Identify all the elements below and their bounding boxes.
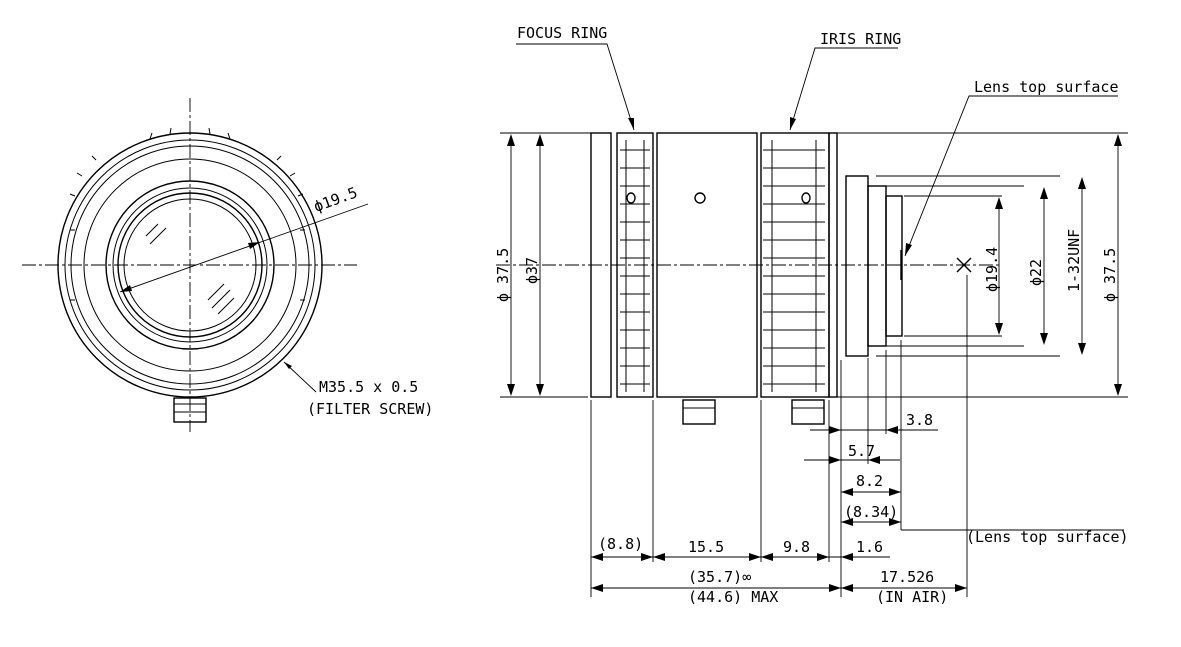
iris-ring-screw [801,192,811,204]
arrow [284,362,292,369]
iris-ring-label: IRIS RING [820,30,901,48]
outer-ring-inner-edge [64,139,316,391]
front-view: ϕ19.5 M35.5 x 0.5 (FILTER SCREW) [22,98,433,432]
glass-diameter-label: ϕ19.5 [311,183,360,215]
dim-15-5: 15.5 [688,538,724,556]
mount-thread-label: 1-32UNF [1065,229,1083,292]
arrow [120,285,132,292]
c-mount-thread [867,185,887,347]
iris-lock-screw [791,399,825,425]
outer-diameter-right-label: ϕ 37.5 [1101,248,1119,302]
rear-flange [828,132,838,398]
c-mount [845,175,869,357]
lens-top-surface-paren-label: (Lens top surface) [966,528,1129,546]
glass-diameter-leader [119,203,369,293]
side-view: FOCUS RING IRIS RING Lens top surface [494,24,1129,606]
dim-1-6: 1.6 [856,538,883,556]
filter-screw-label: (FILTER SCREW) [307,400,433,418]
retainer-ring-outer [105,180,275,350]
mount-diameter-label: ϕ22 [1027,259,1045,286]
knurl-ring [70,145,310,385]
focus-ring-label: FOCUS RING [517,24,607,42]
focus-ring-screw [626,192,636,204]
focus-lock-screw [682,399,716,425]
focus-ring [616,132,654,398]
outer-ring [57,132,323,398]
dim-8-8: (8.8) [598,535,643,553]
retainer-ring-inner [112,187,268,343]
in-air-label: (IN AIR) [876,588,948,606]
knurl-ticks [69,127,305,301]
glass-outer [117,192,263,338]
front-hood [590,132,612,398]
dim-8-2: 8.2 [856,472,883,490]
glass-inner [123,198,257,332]
locking-screw [173,397,207,423]
dim-35-7: (35.7)∞ [688,568,751,586]
front-diameter-label: ϕ37 [523,257,541,284]
barrel-screw [694,192,706,204]
arrow [248,242,260,249]
dim-44-6: (44.6) MAX [688,588,778,606]
inner-diameter-label: ϕ19.4 [983,247,1001,292]
outer-diameter-left-label: ϕ 37.5 [494,248,512,302]
iris-ring-grip [763,140,825,392]
glass-glare-marks [145,223,235,315]
dim-5-7: 5.7 [848,442,875,460]
focus-ring-grip [620,140,650,392]
dim-8-34: (8.34) [844,503,898,521]
front-face-ring [83,158,297,372]
rear-lens-seat [885,195,903,337]
filter-thread-label: M35.5 x 0.5 [319,378,418,396]
dim-17-526: 17.526 [880,568,934,586]
barrel [656,132,758,398]
dim-3-8: 3.8 [906,411,933,429]
lens-top-surface-label: Lens top surface [974,78,1119,96]
dim-9-8: 9.8 [783,538,810,556]
